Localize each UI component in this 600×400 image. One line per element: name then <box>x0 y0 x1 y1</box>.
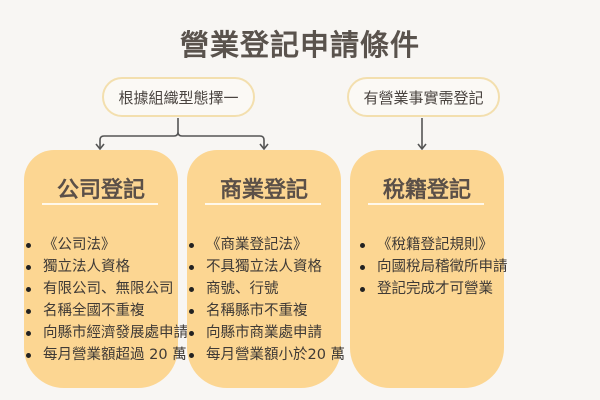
card-title: 商業登記 <box>219 178 308 203</box>
list-item: 商號、行號 <box>189 278 345 300</box>
list-item: 《商業登記法》 <box>189 234 345 256</box>
item-list: 《公司法》 獨立法人資格 有限公司、無限公司 名稱全國不重複 向縣市經濟發展處申… <box>26 234 188 366</box>
divider <box>42 203 158 205</box>
list-item: 獨立法人資格 <box>26 256 188 278</box>
tax-registration-card: 稅籍登記 《稅籍登記規則》 向國稅局稽徵所申請 登記完成才可營業 <box>350 150 508 388</box>
list-item: 不具獨立法人資格 <box>189 256 345 278</box>
arrow-head-right <box>259 143 269 151</box>
divider <box>205 203 321 205</box>
list-item: 《公司法》 <box>26 234 188 256</box>
choose-one-pill: 根據組織型態擇一 <box>102 77 255 117</box>
list-item: 每月營業額超過 20 萬 <box>26 344 188 366</box>
list-item: 《稅籍登記規則》 <box>360 234 508 256</box>
list-item: 名稱縣市不重複 <box>189 300 345 322</box>
list-item: 向縣市經濟發展處申請 <box>26 322 188 344</box>
company-registration-card: 公司登記 《公司法》 獨立法人資格 有限公司、無限公司 名稱全國不重複 向縣市經… <box>24 150 188 388</box>
business-registration-card: 商業登記 《商業登記法》 不具獨立法人資格 商號、行號 名稱縣市不重複 向縣市商… <box>187 150 345 388</box>
divider <box>368 203 484 205</box>
list-item: 每月營業額小於20 萬 <box>189 344 345 366</box>
arrow-head-tax <box>417 143 427 151</box>
list-item: 向國稅局稽徵所申請 <box>360 256 508 278</box>
arrow-head-left <box>95 143 105 151</box>
list-item: 有限公司、無限公司 <box>26 278 188 300</box>
item-list: 《稅籍登記規則》 向國稅局稽徵所申請 登記完成才可營業 <box>360 234 508 300</box>
business-fact-pill: 有營業事實需登記 <box>347 77 500 117</box>
page-title: 營業登記申請條件 <box>179 28 420 62</box>
card-title: 稅籍登記 <box>382 178 471 203</box>
list-item: 名稱全國不重複 <box>26 300 188 322</box>
list-item: 向縣市商業處申請 <box>189 322 345 344</box>
item-list: 《商業登記法》 不具獨立法人資格 商號、行號 名稱縣市不重複 向縣市商業處申請 … <box>189 234 345 366</box>
card-title: 公司登記 <box>56 178 145 203</box>
bracket-connector <box>99 118 265 148</box>
list-item: 登記完成才可營業 <box>360 278 508 300</box>
